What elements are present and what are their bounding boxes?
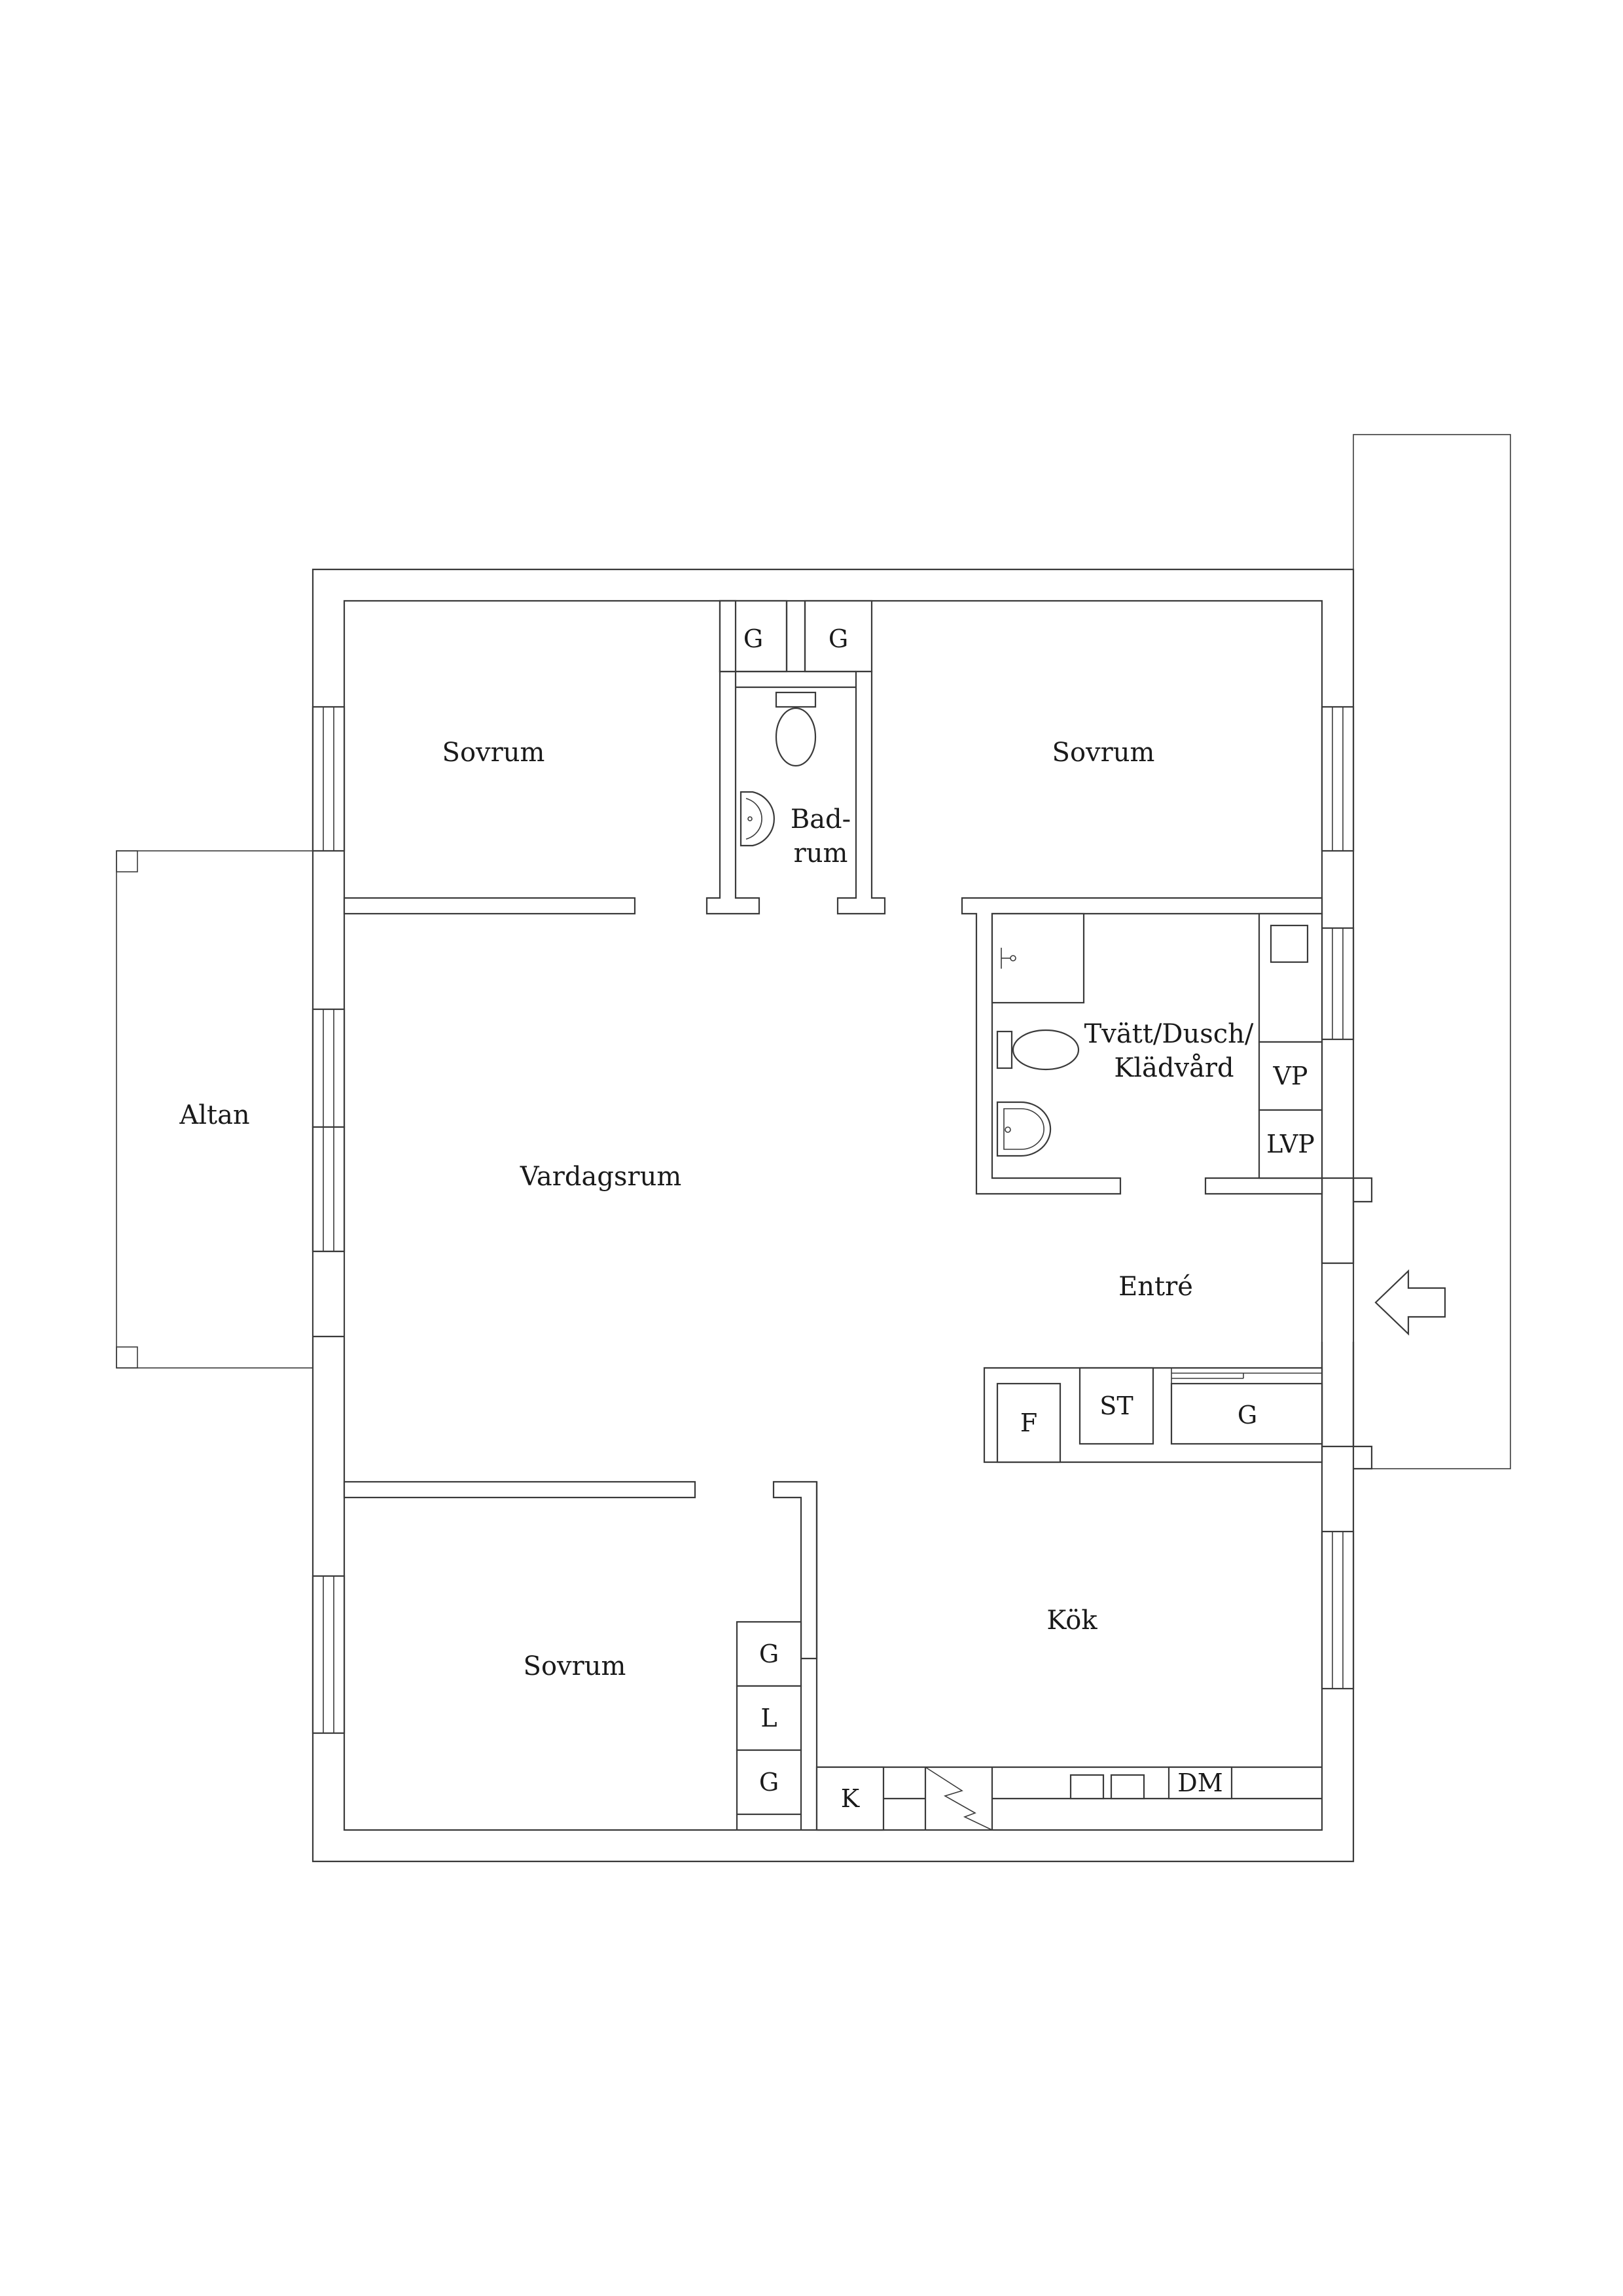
dm-cabinet [1168, 1766, 1233, 1800]
vp-label: VP [1272, 1062, 1308, 1090]
closet-g-4-label: G [759, 1768, 779, 1797]
toilet-icon [775, 691, 817, 767]
room-badrum-line1: Bad- [791, 804, 851, 834]
closet-g-4 [736, 1749, 802, 1816]
stove-icon [925, 1767, 993, 1831]
closet-g-1-label: G [743, 624, 763, 653]
arrow-left-icon [1374, 1269, 1446, 1336]
wall [343, 897, 636, 915]
f-label: F [1020, 1408, 1037, 1437]
lvp-cabinet [1258, 1109, 1323, 1179]
room-sovrum-top-left: Sovrum [442, 738, 545, 768]
wall [343, 1480, 696, 1499]
sink-icon [1001, 948, 1016, 969]
room-entre: Entré [1118, 1272, 1193, 1302]
room-altan: Altan [179, 1100, 249, 1130]
sink-icon [996, 1101, 1052, 1157]
room-kok: Kök [1046, 1605, 1097, 1636]
room-tvatt-line1: Tvätt/Dusch/ [1084, 1019, 1254, 1049]
room-sovrum-top-right: Sovrum [1052, 738, 1155, 768]
bathroom-walls [705, 670, 760, 915]
toilet-icon [996, 1029, 1080, 1071]
room-sovrum-bottom: Sovrum [524, 1651, 626, 1681]
closet-g-2-label: G [829, 624, 848, 653]
sink-icon [740, 791, 775, 847]
k-cabinet [815, 1766, 885, 1831]
g-entre-cabinet [1170, 1382, 1323, 1445]
closet-l-label: L [760, 1704, 777, 1732]
st-label: ST [1099, 1391, 1133, 1420]
room-badrum-line2: rum [794, 838, 848, 869]
k-label: K [841, 1784, 860, 1813]
sink-basin [1110, 1774, 1145, 1800]
closet-g-2 [804, 600, 873, 673]
washer-icon [1270, 924, 1309, 963]
g-entre-label: G [1238, 1401, 1257, 1429]
room-tvatt-line2: Klädvård [1114, 1053, 1234, 1083]
room-vardagsrum: Vardagsrum [520, 1162, 682, 1192]
fridge [996, 1382, 1061, 1463]
dm-label: DM [1177, 1768, 1222, 1797]
kitchen-counter [815, 1766, 1322, 1831]
closet-g-3-label: G [759, 1640, 779, 1668]
laundry-walls [961, 897, 1323, 1195]
window-icon [312, 706, 1355, 1734]
sink-basin [1069, 1774, 1105, 1800]
st-cabinet [1079, 1367, 1154, 1445]
lvp-label: LVP [1266, 1130, 1315, 1158]
vp-cabinet [1258, 1041, 1323, 1111]
